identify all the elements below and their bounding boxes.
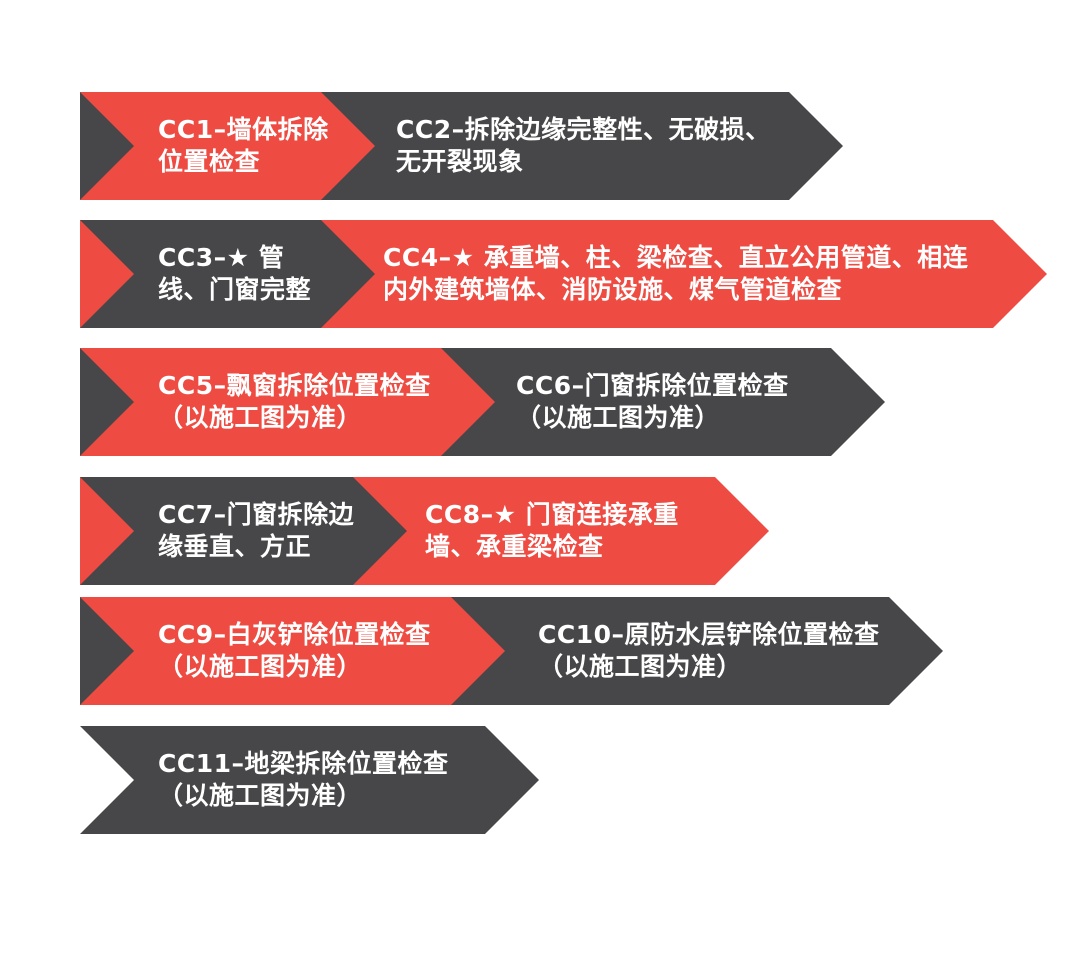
step-cc5-arrow	[80, 348, 495, 456]
step-cc8-label: CC8–★ 门窗连接承重墙、承重梁检查	[425, 499, 679, 562]
step-cc9-arrow	[80, 597, 505, 705]
step-cc3-label: CC3–★ 管线、门窗完整	[158, 242, 312, 305]
step-cc6-label: CC6–门窗拆除位置检查（以施工图为准）	[516, 370, 789, 433]
step-cc9-label: CC9–白灰铲除位置检查（以施工图为准）	[158, 619, 431, 682]
step-cc2-label: CC2–拆除边缘完整性、无破损、无开裂现象	[396, 114, 771, 177]
step-cc5-label: CC5–飘窗拆除位置检查（以施工图为准）	[158, 370, 431, 433]
step-cc11-arrow	[80, 726, 539, 834]
step-cc7-label: CC7–门窗拆除边缘垂直、方正	[158, 499, 355, 562]
step-cc10-label: CC10–原防水层铲除位置检查（以施工图为准）	[538, 619, 880, 682]
step-cc4-label: CC4–★ 承重墙、柱、梁检查、直立公用管道、相连内外建筑墙体、消防设施、煤气管…	[383, 242, 969, 305]
step-cc1-label: CC1–墙体拆除位置检查	[158, 114, 329, 177]
step-cc11-label: CC11–地梁拆除位置检查（以施工图为准）	[158, 748, 449, 811]
step-cc7-arrow	[80, 477, 407, 585]
